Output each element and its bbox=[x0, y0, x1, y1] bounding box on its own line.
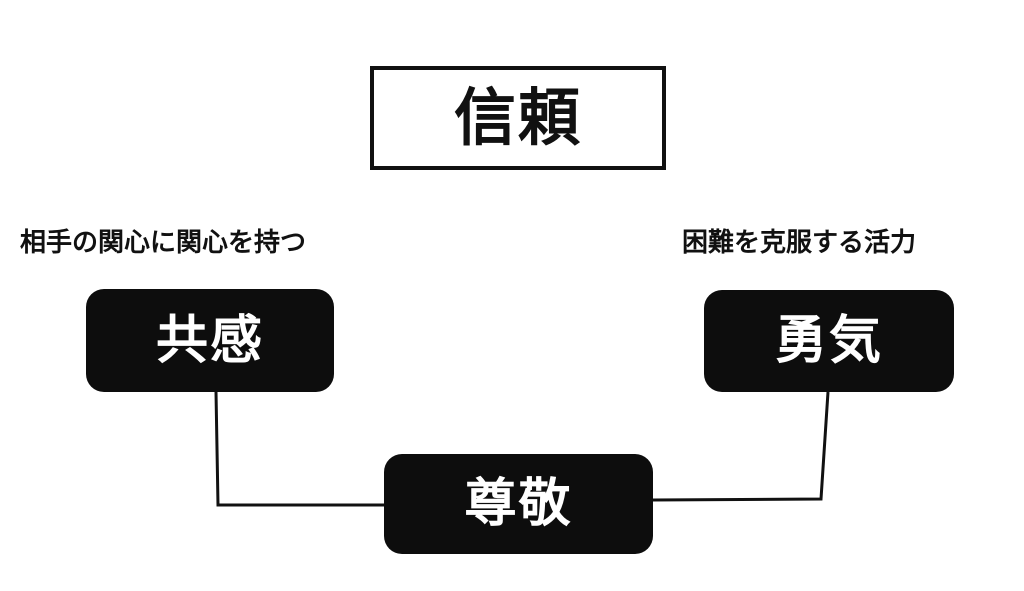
connector-empathy-respect bbox=[214, 391, 384, 507]
node-respect: 尊敬 bbox=[384, 454, 653, 554]
connector-courage-respect bbox=[652, 391, 830, 502]
empathy-caption: 相手の関心に関心を持つ bbox=[20, 228, 307, 258]
node-empathy-label: 共感 bbox=[155, 309, 264, 371]
node-courage-label: 勇気 bbox=[774, 310, 883, 371]
title-box: 信頼 bbox=[370, 66, 666, 170]
node-respect-label: 尊敬 bbox=[464, 473, 573, 534]
courage-caption: 困難を克服する活力 bbox=[682, 228, 917, 258]
node-courage: 勇気 bbox=[704, 290, 954, 392]
node-empathy: 共感 bbox=[86, 289, 334, 392]
title-label: 信頼 bbox=[453, 81, 582, 154]
